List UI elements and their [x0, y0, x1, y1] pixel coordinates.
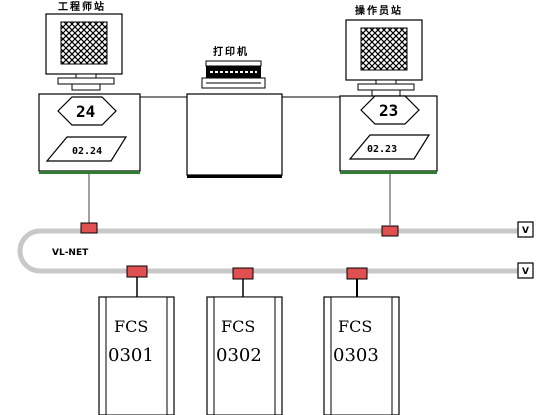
operator-id-badge	[360, 95, 420, 125]
printer[interactable]: 打印机	[186, 45, 283, 178]
fcs-0302-number: 0302	[216, 345, 262, 366]
fcs-0302-label: FCS	[221, 317, 255, 336]
fcs-0303-bus-connector	[346, 267, 368, 280]
fcs-0302[interactable]: FCS 0302	[206, 267, 283, 415]
engineer-station-title: 工程师站	[58, 0, 106, 13]
operator-station-title: 操作员站	[355, 4, 403, 17]
engineer-station-ip: 02.24	[72, 146, 102, 157]
fcs-0301[interactable]: FCS 0301	[98, 265, 175, 415]
engineer-ip-plate	[45, 136, 128, 162]
bus-terminator-bottom: V	[517, 262, 534, 279]
terminator-label-top: V	[522, 226, 529, 236]
bus-terminator-top: V	[517, 221, 534, 238]
fcs-0301-label: FCS	[114, 317, 148, 336]
bus-upper-line	[17, 228, 518, 274]
terminator-label-bottom: V	[522, 267, 529, 277]
printer-title: 打印机	[213, 45, 249, 58]
operator-bus-connector	[381, 225, 399, 237]
fcs-0303-label: FCS	[338, 317, 372, 336]
engineer-station[interactable]: 工程师站 24 02.24	[38, 0, 141, 234]
operator-ip-plate	[348, 134, 431, 160]
engineer-station-id: 24	[76, 102, 95, 121]
fcs-0302-bus-connector	[232, 267, 254, 280]
engineer-bus-connector	[80, 222, 98, 234]
bus-label: VL-NET	[52, 248, 89, 258]
fcs-0301-number: 0301	[108, 345, 154, 366]
printer-icon	[201, 60, 266, 89]
fcs-0303-number: 0303	[333, 345, 379, 366]
fcs-0303[interactable]: FCS 0303	[323, 267, 400, 415]
engineer-id-badge	[57, 96, 117, 126]
operator-station-id: 23	[379, 101, 398, 120]
operator-station-ip: 02.23	[367, 144, 397, 155]
operator-station[interactable]: 操作员站 23 02.23	[339, 4, 438, 237]
vl-net-bus: VL-NET V V	[17, 221, 534, 279]
fcs-0301-bus-connector	[126, 265, 148, 278]
